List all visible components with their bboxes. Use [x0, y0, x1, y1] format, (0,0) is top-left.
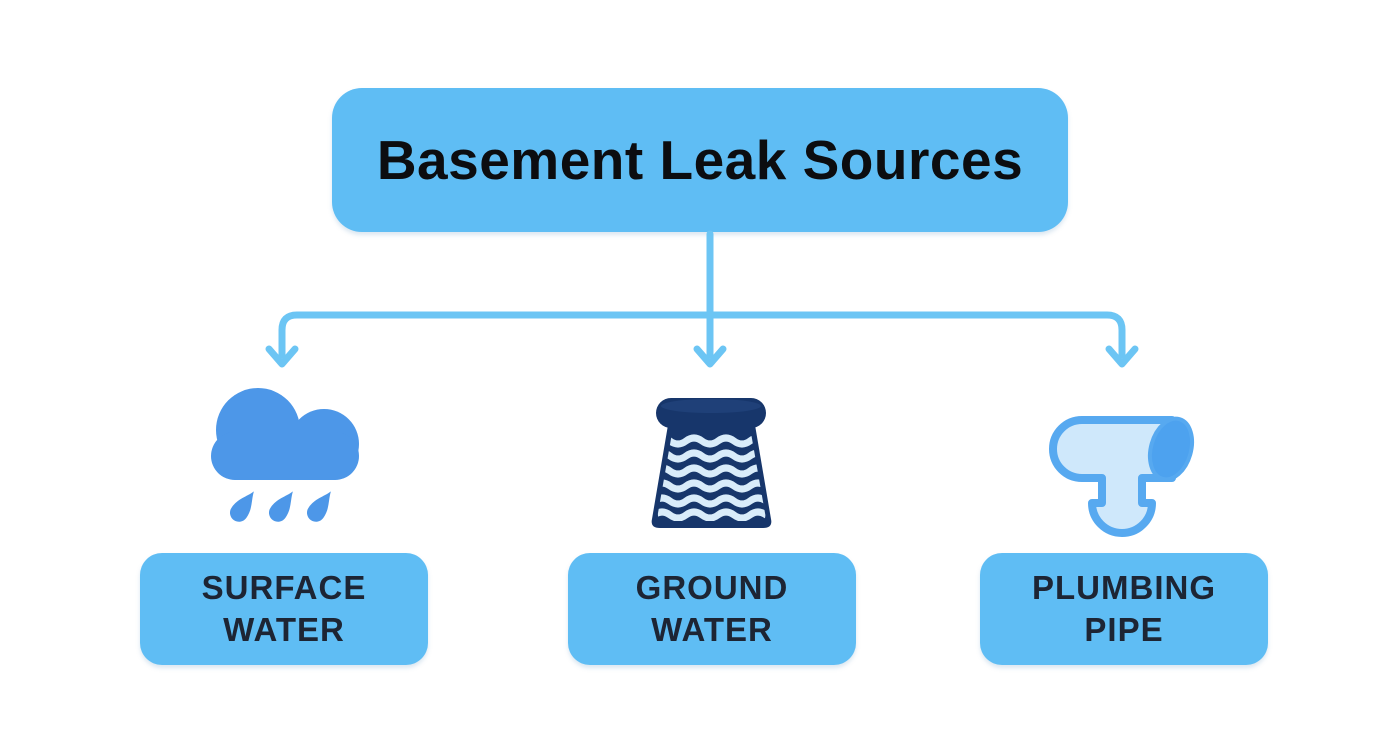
node-label-line: GROUND: [635, 568, 789, 606]
arrowhead-right-icon: [1105, 345, 1139, 368]
node-label-line: PIPE: [1084, 611, 1164, 648]
node-label-line: WATER: [651, 611, 773, 648]
node-surface-water: SURFACE WATER: [140, 553, 428, 665]
water-well-icon: [640, 393, 785, 533]
arrowhead-center-icon: [693, 345, 727, 368]
node-label-line: PLUMBING: [1032, 568, 1216, 606]
pipe-fitting-icon: [1045, 408, 1200, 543]
node-label-line: SURFACE: [201, 568, 367, 606]
node-ground-water: GROUND WATER: [568, 553, 856, 665]
node-label-line: WATER: [223, 611, 345, 648]
rain-cloud-icon: [203, 380, 365, 532]
node-plumbing-pipe: PLUMBING PIPE: [980, 553, 1268, 665]
connector-bracket: [278, 311, 1126, 359]
arrowhead-left-icon: [265, 345, 299, 368]
title-box: Basement Leak Sources: [332, 88, 1068, 232]
diagram-title: Basement Leak Sources: [376, 129, 1024, 191]
